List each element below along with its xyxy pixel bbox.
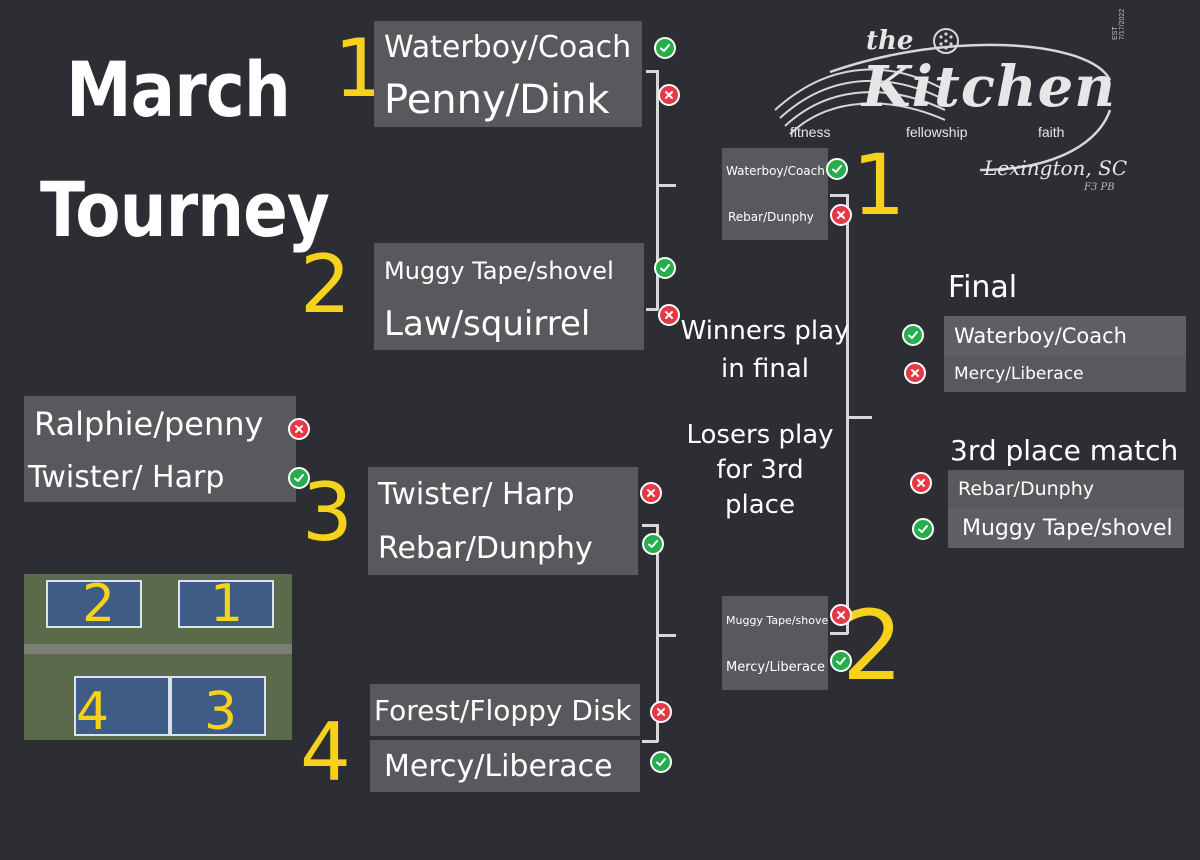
logo-location: Lexington, SC <box>984 156 1128 180</box>
final-heading: Final <box>948 270 1018 305</box>
x-icon <box>288 418 310 440</box>
bracket-line <box>830 194 848 197</box>
seed-2: 2 <box>300 238 351 331</box>
bracket-line <box>656 70 659 310</box>
court-3 <box>170 676 266 736</box>
seed-4: 4 <box>300 706 351 799</box>
logo-the: the <box>866 26 914 56</box>
bracket-line <box>658 184 676 187</box>
third-team2: Muggy Tape/shovel <box>948 508 1184 548</box>
bracket-line <box>846 194 849 634</box>
x-icon <box>910 472 932 494</box>
court-label-2: 2 <box>82 574 116 634</box>
court-label-3: 3 <box>204 682 238 740</box>
logo-tagline-fellowship: fellowship <box>906 124 968 140</box>
r1-m2-team2: Law/squirrel <box>374 298 644 350</box>
court-label-1: 1 <box>210 574 244 634</box>
court-1 <box>178 580 274 628</box>
r1-m3-team2: Rebar/Dunphy <box>368 521 638 575</box>
x-icon <box>640 482 662 504</box>
logo-est: EST 7/17/2022 <box>1112 8 1126 40</box>
r1-m1-team1: Waterboy/Coach <box>374 21 642 73</box>
semi-seed-1: 1 <box>852 136 906 234</box>
check-icon <box>654 257 676 279</box>
bracket-line <box>646 308 658 311</box>
final-team2: Mercy/Liberace <box>944 356 1186 392</box>
check-icon <box>902 324 924 346</box>
semi-seed-2: 2 <box>842 590 904 702</box>
semi1-team1: Waterboy/Coach <box>722 148 828 194</box>
bracket-line <box>646 70 658 73</box>
r1-m1-team2: Penny/Dink <box>374 73 642 127</box>
semi2-team2: Mercy/Liberace <box>722 644 828 690</box>
check-icon <box>830 650 852 672</box>
bracket-line <box>658 634 676 637</box>
logo-sub: F3 PB <box>1084 182 1115 193</box>
bracket-line <box>656 524 659 742</box>
logo-tagline-faith: faith <box>1038 124 1065 140</box>
playin-team2: Twister/ Harp <box>24 452 296 502</box>
check-icon <box>650 751 672 773</box>
third-place-heading: 3rd place match <box>950 434 1179 467</box>
seed-3: 3 <box>302 466 353 559</box>
third-team1: Rebar/Dunphy <box>948 470 1184 508</box>
kitchen-logo: the Kitchen EST 7/17/2022 fitness fellow… <box>770 9 1150 200</box>
r1-m4-team2: Mercy/Liberace <box>370 740 640 792</box>
x-icon <box>650 701 672 723</box>
check-icon <box>288 467 310 489</box>
winners-note: Winners play in final <box>680 316 850 384</box>
kitchen-logo-graphic <box>774 28 1112 172</box>
final-team1: Waterboy/Coach <box>944 316 1186 356</box>
court-label-4: 4 <box>76 682 110 740</box>
courts-aerial-map: 2 1 4 3 <box>24 574 292 740</box>
x-icon <box>658 84 680 106</box>
court-2 <box>46 580 142 628</box>
x-icon <box>904 362 926 384</box>
r1-m2-team1: Muggy Tape/shovel <box>374 243 644 298</box>
bracket-line <box>642 740 658 743</box>
x-icon <box>830 604 852 626</box>
logo-name: Kitchen <box>862 54 1116 120</box>
title-line-1: March <box>66 46 291 135</box>
logo-tagline-fitness: fitness <box>790 124 831 140</box>
court-path <box>24 644 292 654</box>
title-line-2: Tourney <box>40 166 330 255</box>
losers-note: Losers play for 3rd place <box>686 420 834 520</box>
x-icon <box>830 204 852 226</box>
x-icon <box>658 304 680 326</box>
semi2-team1: Muggy Tape/shovel <box>722 596 828 644</box>
check-icon <box>826 158 848 180</box>
check-icon <box>912 518 934 540</box>
r1-m4-team1: Forest/Floppy Disk <box>370 684 640 736</box>
r1-m3-team1: Twister/ Harp <box>368 467 638 521</box>
bracket-line <box>642 524 658 527</box>
semi1-team2: Rebar/Dunphy <box>722 194 828 240</box>
bracket-line <box>848 416 872 419</box>
court-4 <box>74 676 170 736</box>
playin-team1: Ralphie/penny <box>24 396 296 452</box>
check-icon <box>642 533 664 555</box>
check-icon <box>654 37 676 59</box>
bracket-line <box>830 632 848 635</box>
